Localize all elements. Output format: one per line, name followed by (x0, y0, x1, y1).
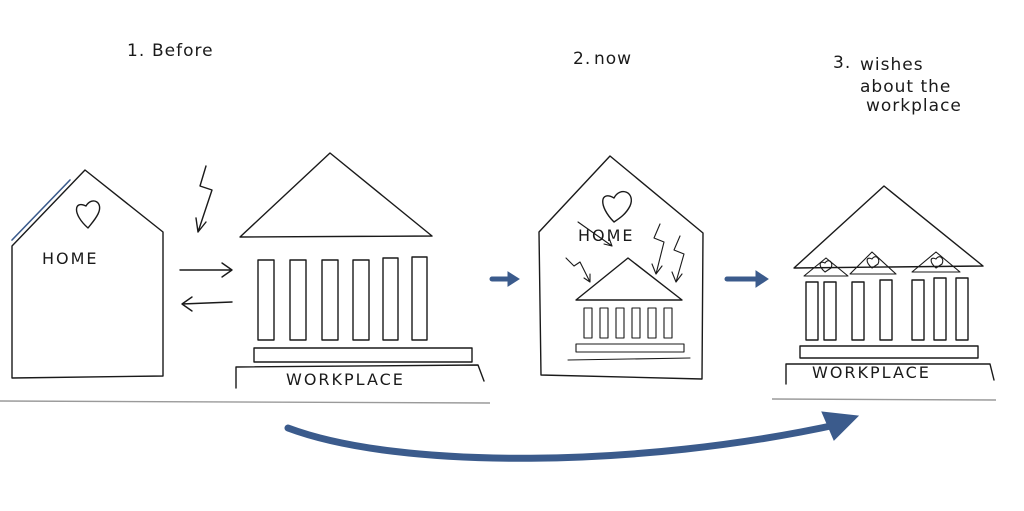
heart-icon (866, 256, 880, 269)
column (352, 259, 370, 341)
arrow-right-icon (179, 262, 233, 278)
base-step (235, 364, 485, 389)
home-label: HOME (578, 226, 635, 245)
columns (805, 277, 969, 341)
column (321, 259, 339, 341)
arrow-icon (577, 221, 613, 247)
pediment (239, 152, 433, 238)
mini-pediment (575, 257, 683, 301)
column (955, 277, 969, 341)
stage-2-title: now (594, 49, 632, 69)
columns (257, 256, 428, 341)
pediment (793, 185, 984, 269)
stage-2-heading: 2. now (573, 49, 632, 69)
column (647, 307, 657, 339)
column (933, 277, 947, 341)
workplace-label: WORKPLACE (812, 363, 931, 382)
curved-arrowhead (821, 411, 860, 441)
ground-line-left (0, 400, 491, 404)
stage-3-title-line3: workplace (866, 96, 962, 116)
mini-house (911, 251, 961, 273)
upper-step (253, 347, 473, 363)
lightning-bolt-icon (565, 257, 591, 283)
upper-step (799, 345, 979, 359)
lightning-bolt-icon (195, 165, 213, 233)
commute-arrows (179, 262, 233, 312)
mini-house (803, 257, 849, 277)
column (289, 259, 307, 341)
column (411, 256, 428, 341)
column (583, 307, 593, 339)
stage-3-title: wishes (860, 55, 924, 75)
column (599, 307, 609, 339)
stage-3-title-line2: about the (860, 77, 951, 97)
column (851, 281, 865, 341)
arrow-left-icon (181, 296, 233, 312)
heart-icon (819, 260, 833, 273)
workplace-label: WORKPLACE (286, 370, 405, 389)
stage-3-number: 3. (833, 53, 851, 73)
workplace-building-wishes: WORKPLACE (785, 185, 995, 385)
column (631, 307, 641, 339)
stage-1-number: 1. (127, 41, 145, 61)
home-label: HOME (42, 249, 99, 268)
heart-icon (75, 200, 101, 229)
heart-icon (602, 190, 632, 223)
column (257, 259, 275, 341)
arrowhead-1-to-2 (507, 271, 520, 287)
base-step (785, 363, 995, 385)
mini-house (849, 251, 897, 275)
roof-accent (11, 179, 71, 241)
mini-base (567, 357, 691, 361)
house-outline (538, 155, 704, 380)
column (823, 281, 837, 341)
heart-icon (930, 256, 944, 269)
workplace-building-before: WORKPLACE (235, 152, 485, 389)
column (382, 257, 399, 341)
column (805, 281, 819, 341)
column (879, 279, 893, 341)
stage-1-title: Before (152, 41, 214, 61)
column (663, 307, 673, 339)
mini-step (575, 343, 685, 353)
arrowhead-2-to-3 (755, 270, 769, 288)
column (615, 307, 625, 339)
column (911, 279, 925, 341)
curved-arrow-before-to-wishes (284, 420, 844, 462)
house-outline (11, 169, 164, 379)
mini-columns (583, 307, 673, 339)
stage-3-heading: 3. wishes about the workplace (833, 53, 962, 116)
lightning-bolt-icon (671, 235, 685, 283)
lightning-bolt-icon (651, 223, 665, 275)
home-house-before: HOME (11, 169, 164, 379)
stage-2-number: 2. (573, 49, 591, 69)
ground-line-right (771, 398, 997, 401)
stage-1-heading: 1. Before (127, 41, 214, 61)
home-with-workplace-now: HOME (538, 155, 704, 380)
